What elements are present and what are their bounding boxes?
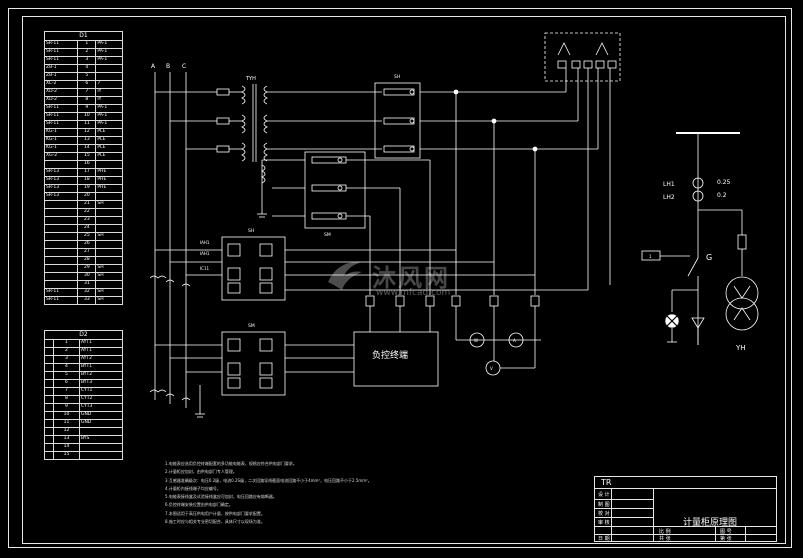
note-line-7: 7.本图适用于高压供电用户计量，按供电部门要求配置。 [165, 510, 265, 516]
title-block-sub-1: 比 例 [659, 529, 671, 535]
table-d1-row-cell: 33 [77, 296, 97, 305]
title-block-row-3: 校 对 [598, 511, 610, 517]
title-block-row-1: 设 计 [598, 492, 610, 498]
sm-label: SM [324, 232, 331, 238]
small-box-label: 1 [649, 254, 652, 259]
note-line-8: 8.施工时应与相关专业密切配合，具体尺寸以现场为准。 [165, 519, 265, 525]
g-label: G [706, 253, 712, 262]
terminal-box-label: 负控终端 [372, 349, 408, 361]
meter-v-label: V [490, 366, 493, 371]
note-line-6: 6.负控终端安装位置由供电部门确定。 [165, 502, 233, 508]
note-line-4: 4.计量柜内接线端子均应编号。 [165, 485, 221, 491]
ratio-2-label: 0.2 [717, 192, 727, 199]
meter-w-label: W [474, 338, 478, 343]
title-block: TR 设 计 制 图 校 对 审 核 日 期 计量柜原理图 比 例 图 号 共 … [594, 476, 777, 542]
title-block-sub-2: 图 号 [720, 529, 732, 535]
table-d1-row-cell: SH [95, 296, 123, 305]
bus-label-b: B [166, 63, 170, 70]
title-block-code: TR [601, 478, 612, 487]
title-block-row-2: 制 图 [598, 502, 610, 508]
watermark-logo [328, 261, 362, 290]
note-line-2: 2.计量柜应加封，由供电部门专人管理。 [165, 469, 237, 475]
sh2-label: SH [248, 228, 254, 234]
note-line-3: 3.互感器准确级次：电压0.2级，电流0.2S级，二次回路导线截面电流回路不小于… [165, 477, 372, 483]
title-block-row-4: 审 核 [598, 520, 610, 526]
tyh-label: TYH [245, 76, 256, 82]
drawing-title: 计量柜原理图 [683, 518, 738, 528]
watermark-url: www.mfcad.com [376, 288, 451, 298]
lh1-label: LH1 [663, 181, 675, 188]
title-block-sub-4: 第 张 [720, 536, 732, 542]
sh-label: SH [394, 74, 400, 80]
bus-label-a: A [151, 63, 156, 70]
table-d1-row-cell: SR-11 [43, 296, 79, 305]
inner-frame [22, 16, 786, 544]
lh2-label: LH2 [663, 194, 675, 201]
sm2-label: SM [248, 323, 255, 329]
side-label-2: IAH1 [200, 251, 210, 256]
design-notes: 1.电能表应选用负控终端配套的多功能电能表，规格应符合供电部门要求。 2.计量柜… [165, 460, 575, 526]
meter-a-label: A [513, 338, 516, 343]
outer-frame [8, 8, 792, 548]
bus-label-c: C [182, 63, 186, 70]
note-line-1: 1.电能表应选用负控终端配套的多功能电能表，规格应符合供电部门要求。 [165, 461, 297, 466]
side-label-1: IAH1 [200, 240, 210, 245]
watermark-brand: 沐风网 [372, 264, 450, 292]
side-label-3: IC11 [200, 266, 210, 271]
yh-label: YH [735, 344, 746, 352]
title-block-row-5: 日 期 [598, 536, 610, 542]
note-line-5: 5.电能表接线盒及试验接线盒应可加封，电压回路应有熔断器。 [165, 494, 277, 500]
title-block-sub-3: 共 张 [659, 536, 671, 542]
table-d2-row-cell [78, 451, 124, 460]
table-d2-row: 15 [44, 451, 124, 460]
ratio-1-label: 0.25 [717, 179, 731, 186]
